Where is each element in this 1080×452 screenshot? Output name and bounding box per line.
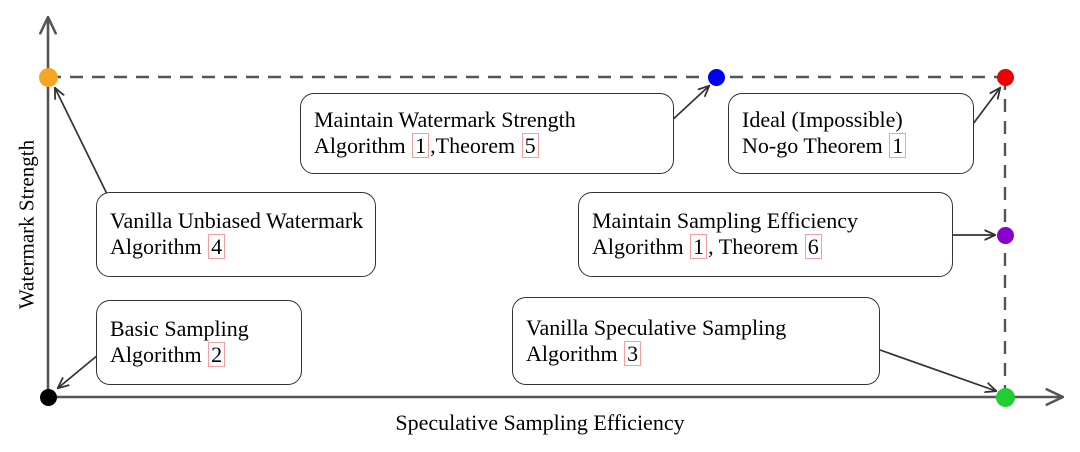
y-axis-label: Watermark Strength bbox=[14, 139, 39, 310]
reference-tag[interactable]: 1 bbox=[412, 133, 430, 159]
node-maintain-watermark-strength[interactable]: Maintain Watermark Strength Algorithm 1,… bbox=[300, 93, 674, 174]
point-maintain-watermark-strength[interactable] bbox=[707, 68, 725, 86]
node-line-secondary: Algorithm 1,Theorem 5 bbox=[314, 133, 661, 159]
point-vanilla-unbiased-watermark[interactable] bbox=[38, 67, 58, 87]
node-line-primary: Maintain Watermark Strength bbox=[314, 107, 576, 133]
connector-vanilla-speculative-sampling bbox=[879, 349, 996, 391]
point-vanilla-speculative-sampling[interactable] bbox=[995, 387, 1015, 407]
reference-tag[interactable]: 6 bbox=[804, 234, 822, 260]
node-line-primary: Maintain Sampling Efficiency bbox=[592, 208, 858, 234]
x-axis-label: Speculative Sampling Efficiency bbox=[395, 410, 685, 435]
point-basic-sampling[interactable] bbox=[39, 388, 57, 406]
node-line-secondary: Algorithm 4 bbox=[110, 234, 363, 260]
reference-tag[interactable]: 3 bbox=[624, 340, 642, 366]
point-maintain-sampling-efficiency[interactable] bbox=[996, 226, 1014, 244]
reference-tag[interactable]: 5 bbox=[521, 133, 539, 159]
node-line-secondary: Algorithm 2 bbox=[110, 342, 289, 368]
reference-tag[interactable]: 4 bbox=[208, 234, 226, 260]
connector-vanilla-unbiased-watermark bbox=[55, 88, 109, 197]
reference-tag[interactable]: 1 bbox=[690, 234, 708, 260]
node-ideal-impossible[interactable]: Ideal (Impossible) No-go Theorem 1 bbox=[728, 93, 974, 174]
node-basic-sampling[interactable]: Basic Sampling Algorithm 2 bbox=[96, 300, 302, 385]
node-vanilla-unbiased-watermark[interactable]: Vanilla Unbiased Watermark Algorithm 4 bbox=[96, 192, 376, 277]
node-vanilla-speculative-sampling[interactable]: Vanilla Speculative Sampling Algorithm 3 bbox=[512, 297, 880, 385]
node-line-primary: Basic Sampling bbox=[110, 316, 249, 342]
point-ideal-impossible[interactable] bbox=[996, 68, 1014, 86]
node-line-secondary: Algorithm 3 bbox=[526, 340, 867, 367]
reference-tag[interactable]: 2 bbox=[208, 342, 226, 368]
node-maintain-sampling-efficiency[interactable]: Maintain Sampling Efficiency Algorithm 1… bbox=[578, 192, 953, 277]
node-line-secondary: Algorithm 1, Theorem 6 bbox=[592, 234, 940, 260]
node-line-secondary: No-go Theorem 1 bbox=[742, 133, 961, 159]
reference-tag[interactable]: 1 bbox=[889, 133, 907, 159]
node-line-primary: Ideal (Impossible) bbox=[742, 107, 903, 133]
node-line-primary: Vanilla Unbiased Watermark bbox=[110, 208, 364, 234]
node-line-primary: Vanilla Speculative Sampling bbox=[526, 314, 787, 340]
